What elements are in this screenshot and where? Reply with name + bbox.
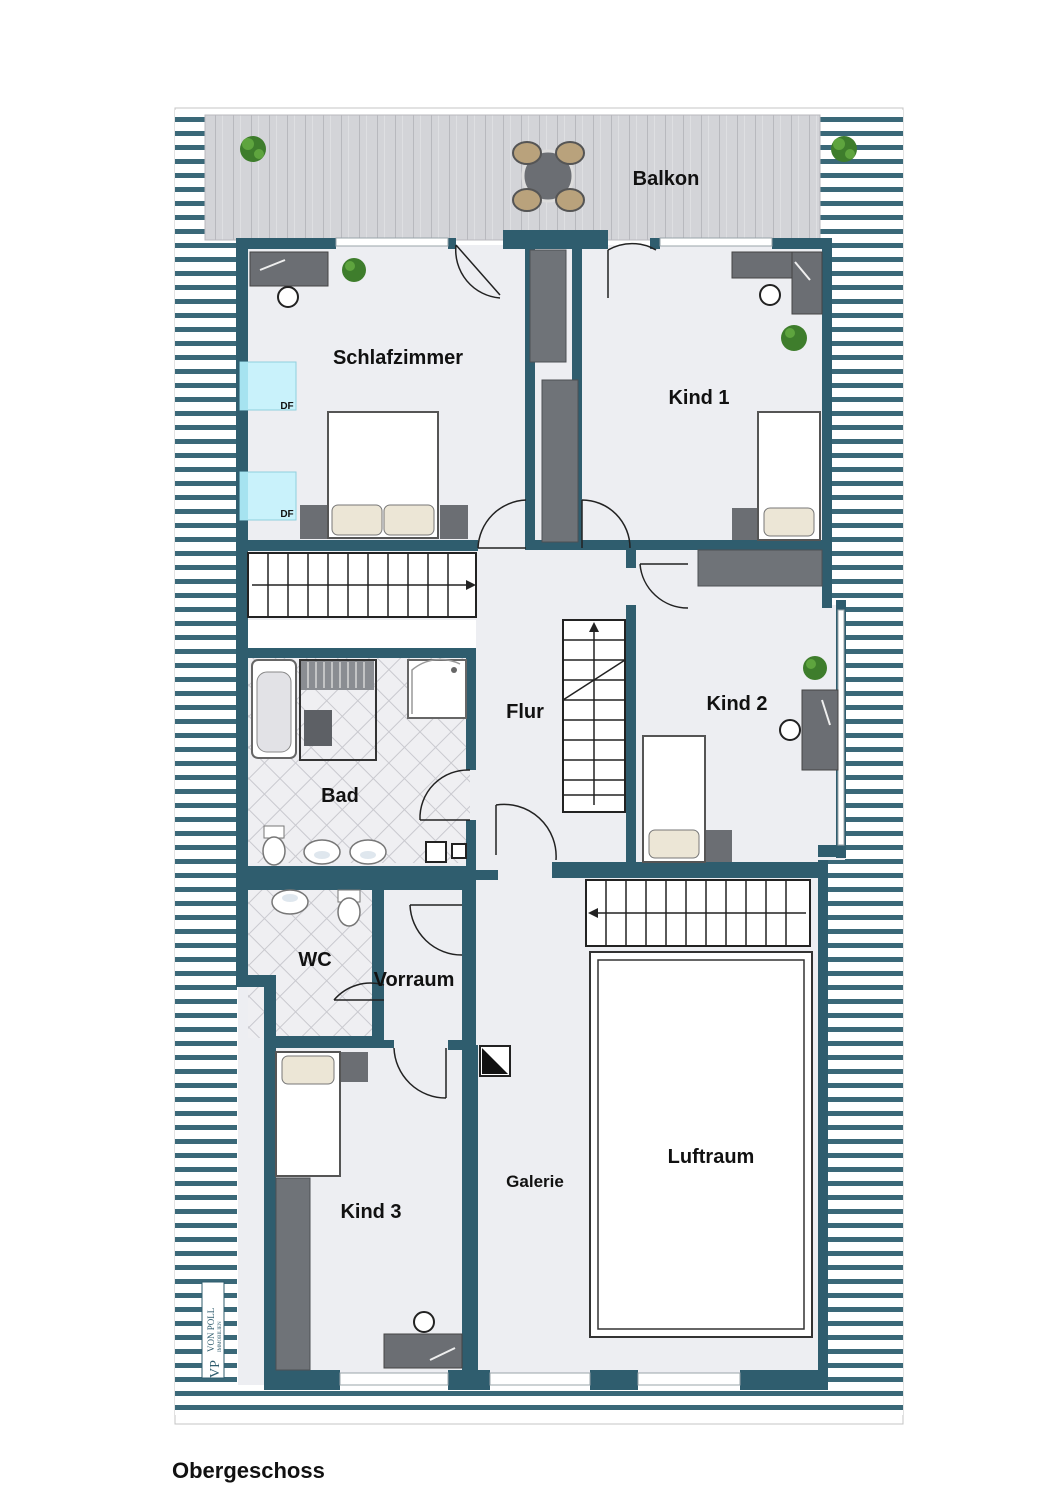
plant-icon	[342, 258, 366, 282]
floor-title: Obergeschoss	[172, 1458, 325, 1483]
skylight-icon	[239, 471, 297, 521]
sauna-icon	[299, 659, 377, 761]
logo-sub: IMMOBILIEN	[218, 1321, 223, 1352]
staircase-upper-right	[585, 879, 811, 947]
desk-icon	[731, 251, 823, 315]
staircase-upper-left	[247, 552, 477, 648]
room-label-kind1: Kind 1	[668, 387, 729, 409]
desks	[249, 251, 839, 1369]
skylights	[239, 361, 297, 521]
staircase-main	[562, 619, 626, 813]
sink-icon	[349, 839, 387, 865]
skylight-label: DF	[280, 509, 293, 520]
desk-icon	[249, 251, 329, 308]
plant-icon	[781, 325, 807, 351]
walls	[236, 230, 846, 1390]
table-chairs-icon	[512, 141, 585, 212]
plant-icon	[831, 136, 857, 162]
room-label-vorraum: Vorraum	[374, 969, 455, 991]
shower-icon	[407, 658, 467, 719]
beds	[275, 411, 821, 1177]
logo-name: VON POLL	[206, 1308, 216, 1352]
balcony-deck	[204, 114, 857, 241]
single-bed-icon	[642, 735, 732, 863]
room-label-balkon: Balkon	[633, 168, 700, 190]
room-labels: Balkon Schlafzimmer Kind 1 Kind 2 Flur B…	[280, 168, 767, 1223]
toilet-icon	[337, 889, 361, 927]
plant-icon	[803, 656, 827, 680]
desk-icon	[779, 689, 839, 771]
shaft-icon	[479, 1045, 511, 1077]
sink-icon	[271, 889, 309, 915]
sink-icon	[303, 839, 341, 865]
skylight-icon	[239, 361, 297, 411]
luftraum-void	[589, 951, 813, 1338]
brand-logo: VP VON POLL IMMOBILIEN	[201, 1281, 225, 1379]
single-bed-icon	[275, 1051, 368, 1177]
bathroom-fixtures	[251, 658, 467, 927]
plant-icon	[240, 136, 266, 162]
single-bed-icon	[732, 411, 821, 541]
doors	[333, 242, 689, 1099]
skylight-label: DF	[280, 401, 293, 412]
room-label-bad: Bad	[321, 785, 359, 807]
room-label-galerie: Galerie	[506, 1172, 564, 1191]
toilet-icon	[262, 825, 286, 866]
room-label-kind2: Kind 2	[706, 693, 767, 715]
double-bed-icon	[300, 411, 468, 539]
room-label-luftraum: Luftraum	[668, 1146, 755, 1168]
room-label-flur: Flur	[506, 701, 544, 723]
desk-icon	[383, 1311, 463, 1369]
logo-mark: VP	[208, 1360, 223, 1378]
indoor-plants	[342, 258, 827, 680]
shaft-small-icon	[425, 841, 467, 863]
bathtub-icon	[251, 659, 297, 759]
room-label-schlafzimmer: Schlafzimmer	[333, 347, 463, 369]
room-label-wc: WC	[298, 949, 331, 971]
wardrobes	[275, 249, 823, 1371]
room-label-kind3: Kind 3	[340, 1201, 401, 1223]
